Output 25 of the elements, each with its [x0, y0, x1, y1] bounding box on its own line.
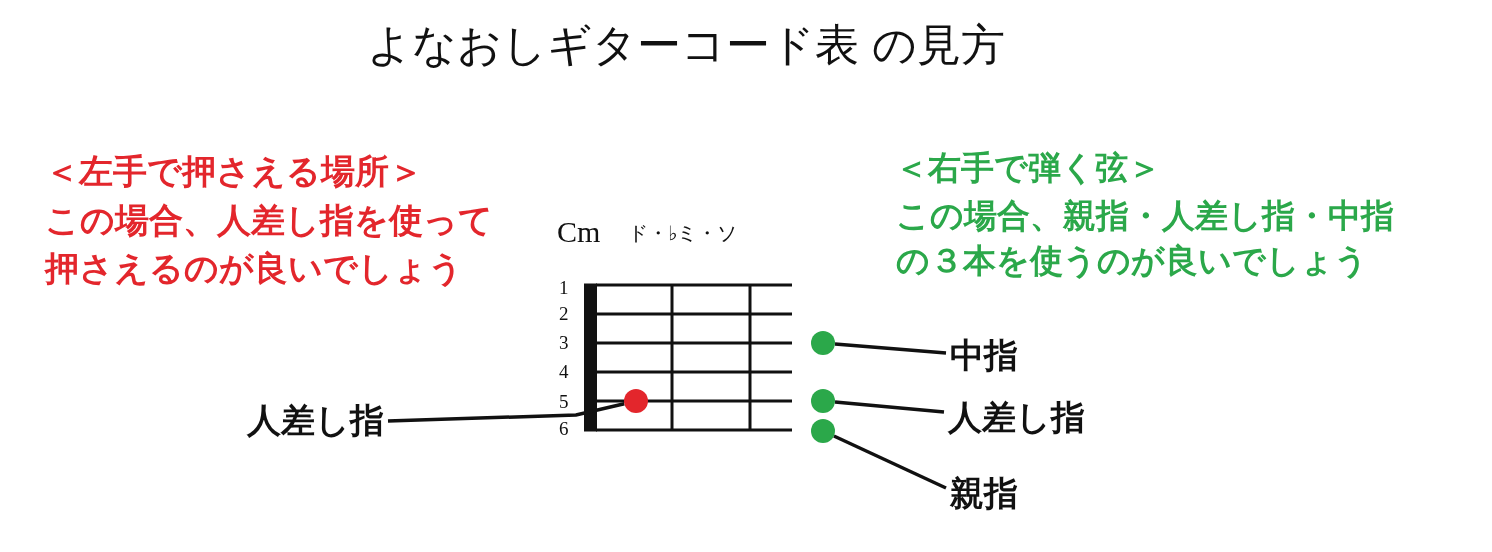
finger-label: 中指 [950, 334, 1018, 376]
instruction-text: この場合、親指・人差し指・中指の３本を使うのが良いでしょう [896, 195, 1395, 282]
dot-icon [811, 389, 835, 413]
leader-line [834, 342, 947, 355]
dot-icon [811, 419, 835, 443]
string-number: 5 [559, 391, 569, 411]
string-number: 1 [559, 277, 569, 297]
string-number: 4 [559, 361, 569, 381]
leader-line [833, 434, 947, 490]
finger-label: 人差し指 [247, 399, 384, 441]
section-heading: ＜右手で弾く弦＞ [895, 147, 1161, 189]
leader-line [834, 400, 945, 414]
string-number: 2 [559, 303, 569, 323]
diagram-title: よなおしギターコード表 の見方 [366, 19, 1006, 72]
leader-line [387, 402, 625, 423]
section-heading: ＜左手で押さえる場所＞ [45, 150, 423, 193]
chord-name: Cm [557, 214, 601, 250]
finger-label: 親指 [950, 472, 1018, 514]
instruction-text: この場合、人差し指を使って押さえるのが良いでしょう [45, 199, 494, 290]
finger-label: 人差し指 [948, 396, 1085, 438]
dot-icon [811, 331, 835, 355]
string-number: 6 [559, 419, 569, 438]
string-number: 3 [559, 332, 569, 352]
dot-icon [624, 389, 648, 413]
chord-notes: ド・♭ミ・ソ [628, 220, 738, 246]
